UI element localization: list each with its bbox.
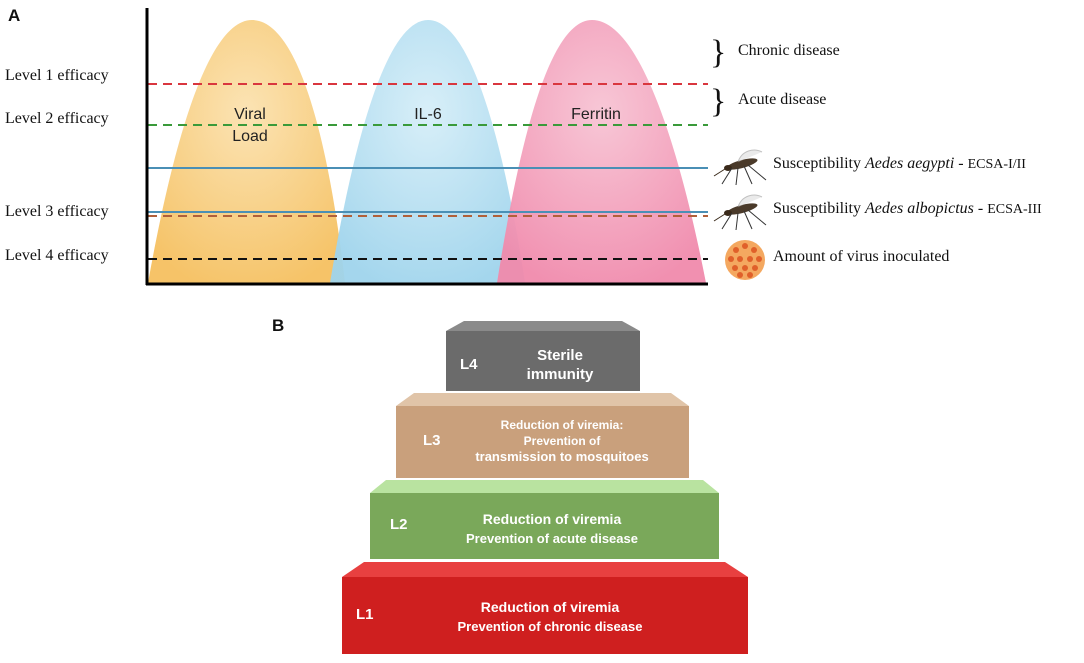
step-l3-text: Reduction of viremia: Prevention of tran… bbox=[462, 417, 662, 465]
level3-label: Level 3 efficacy bbox=[5, 203, 109, 220]
step-l3-top bbox=[396, 393, 689, 406]
step-l4-line1: Sterile bbox=[537, 347, 583, 364]
albopictus-species: Aedes albopictus bbox=[865, 200, 974, 217]
step-l2-text: Reduction of viremia Prevention of acute… bbox=[432, 510, 672, 548]
level1-label: Level 1 efficacy bbox=[5, 67, 109, 84]
panel-b-label: B bbox=[272, 316, 285, 335]
ferritin-peak bbox=[497, 20, 706, 283]
step-l4-top bbox=[446, 321, 640, 331]
aegypti-strain: ECSA-I/II bbox=[967, 157, 1026, 172]
step-l2-body bbox=[370, 493, 719, 559]
step-l4-code: L4 bbox=[460, 356, 478, 373]
virus-inoculated-label: Amount of virus inoculated bbox=[773, 248, 950, 265]
step-l3-line3: transmission to mosquitoes bbox=[475, 449, 649, 464]
virus-particle-icon bbox=[725, 240, 765, 280]
il6-peak bbox=[330, 20, 525, 283]
acute-disease-label: Acute disease bbox=[738, 91, 827, 108]
step-l1-line2: Prevention of chronic disease bbox=[457, 619, 643, 634]
mosquito-icon bbox=[713, 194, 767, 231]
viral-load-peak bbox=[148, 20, 345, 283]
step-l1-code: L1 bbox=[356, 606, 374, 623]
step-l4-line2: immunity bbox=[526, 366, 594, 383]
step-l3-code: L3 bbox=[423, 432, 441, 449]
step-l1-top bbox=[342, 562, 748, 577]
step-l3-line2: Prevention of bbox=[523, 434, 601, 448]
acute-brace: } bbox=[710, 83, 727, 120]
step-l2-top bbox=[370, 480, 719, 493]
mosquito-icon bbox=[713, 149, 767, 186]
level4-label: Level 4 efficacy bbox=[5, 247, 109, 264]
viral-load-label: Viral Load bbox=[210, 104, 290, 148]
albopictus-prefix: Susceptibility bbox=[773, 200, 865, 217]
step-l3-body bbox=[396, 406, 689, 478]
chronic-disease-label: Chronic disease bbox=[738, 42, 840, 59]
aegypti-prefix: Susceptibility bbox=[773, 155, 865, 172]
step-l1-text: Reduction of viremia Prevention of chron… bbox=[425, 598, 675, 636]
step-l2-line1: Reduction of viremia bbox=[482, 511, 622, 527]
viral-load-label-line2: Load bbox=[232, 128, 268, 145]
efficacy-chart bbox=[145, 8, 708, 286]
step-l1-line1: Reduction of viremia bbox=[480, 599, 620, 615]
step-l3-line1: Reduction of viremia: bbox=[500, 418, 624, 432]
albopictus-suffix: - bbox=[973, 200, 988, 217]
aegypti-species: Aedes aegypti bbox=[865, 155, 955, 172]
ferritin-label: Ferritin bbox=[571, 106, 621, 123]
viral-load-label-line1: Viral bbox=[234, 106, 266, 123]
aegypti-suffix: - bbox=[954, 155, 968, 172]
step-l1-body bbox=[342, 577, 748, 654]
albopictus-strain: ECSA-III bbox=[987, 202, 1042, 217]
il6-label: IL-6 bbox=[414, 106, 442, 123]
step-l4-text: Sterile immunity bbox=[490, 346, 630, 384]
step-l2-line2: Prevention of acute disease bbox=[466, 531, 638, 546]
susceptibility-albopictus-label: Susceptibility Aedes albopictus - ECSA-I… bbox=[773, 200, 1042, 218]
level2-label: Level 2 efficacy bbox=[5, 110, 109, 127]
chronic-brace: } bbox=[710, 34, 727, 71]
susceptibility-aegypti-label: Susceptibility Aedes aegypti - ECSA-I/II bbox=[773, 155, 1026, 173]
panel-a-label: A bbox=[8, 6, 21, 25]
step-l4-body bbox=[446, 331, 640, 391]
step-l2-code: L2 bbox=[390, 516, 408, 533]
efficacy-pyramid bbox=[342, 321, 748, 654]
